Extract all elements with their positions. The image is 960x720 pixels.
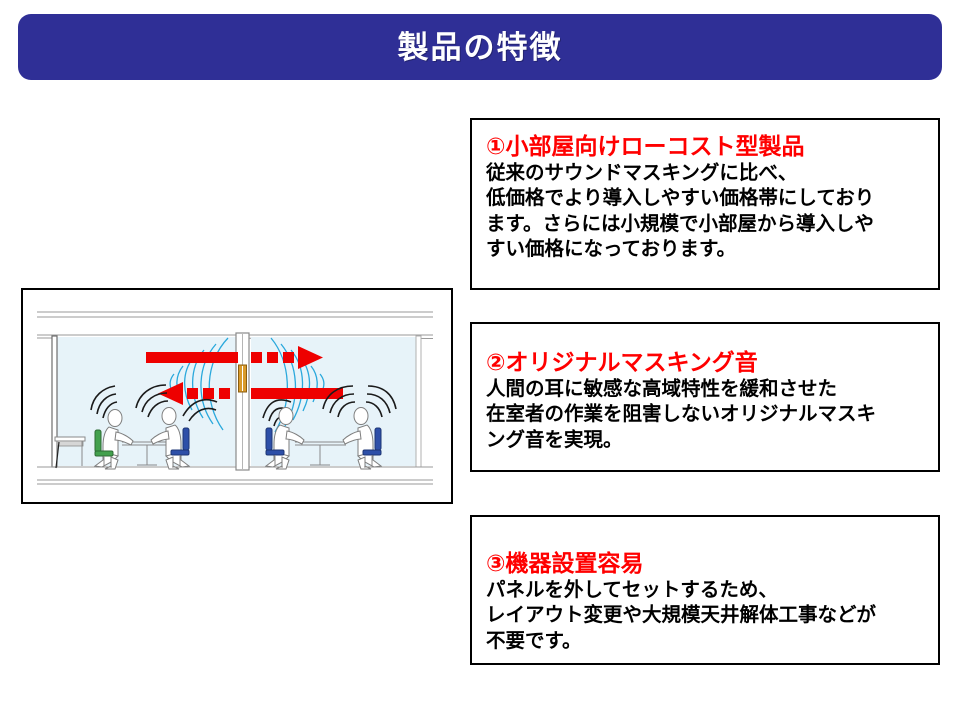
chair-green-left (94, 429, 114, 457)
seated-person-1 (93, 409, 134, 470)
feature-box-3: ③機器設置容易 パネルを外してセットするため、 レイアウト変更や大規模天井解体工… (470, 515, 940, 665)
right-outer-wall (415, 335, 422, 468)
page-title: 製品の特徴 (397, 29, 563, 65)
chair-blue-left (170, 427, 190, 456)
feature-1-heading: ①小部屋向けローコスト型製品 (486, 133, 805, 159)
office-cross-section-illustration (21, 288, 453, 504)
feature-2-body: 人間の耳に敏感な高域特性を緩和させた 在室者の作業を阻害しないオリジナルマスキ … (486, 378, 877, 451)
feature-1-body: 従来のサウンドマスキングに比べ、 低価格でより導入しやすい価格帯にしており ます… (486, 162, 875, 261)
seated-person-4 (342, 407, 383, 470)
sound-transmission-arrow-left (158, 382, 343, 405)
speech-sound-waves (90, 384, 397, 427)
seated-person-2 (150, 407, 191, 470)
sound-transmission-arrow-right (146, 346, 323, 369)
feature-box-1: ①小部屋向けローコスト型製品 従来のサウンドマスキングに比べ、 低価格でより導入… (470, 118, 940, 290)
feature-3-heading: ③機器設置容易 (486, 550, 644, 576)
feature-box-2: ②オリジナルマスキング音 人間の耳に敏感な高域特性を緩和させた 在室者の作業を阻… (470, 322, 940, 472)
masking-speaker-unit (238, 364, 247, 393)
left-side-cabinet (54, 436, 86, 469)
feature-2-heading: ②オリジナルマスキング音 (486, 349, 758, 375)
slide-title-banner: 製品の特徴 (18, 14, 942, 80)
left-outer-wall (51, 335, 58, 468)
chair-blue-right-1 (265, 427, 285, 456)
seated-person-3 (264, 407, 305, 470)
sound-masking-diagram-svg (23, 290, 451, 502)
feature-3-body: パネルを外してセットするため、 レイアウト変更や大規模天井解体工事などが 不要で… (486, 579, 877, 652)
